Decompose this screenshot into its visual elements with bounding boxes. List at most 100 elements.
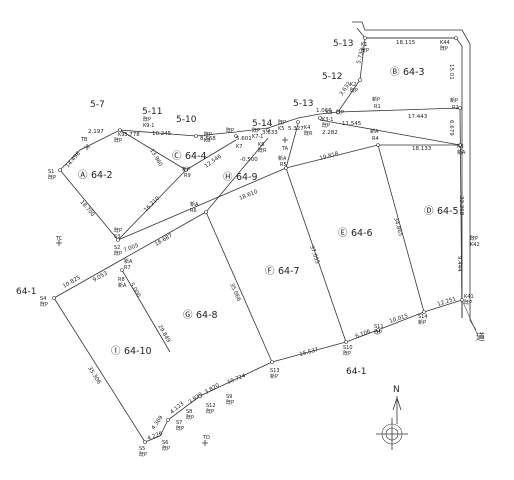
distance-label: 4.369 bbox=[151, 414, 165, 431]
compass-rose-icon bbox=[376, 418, 408, 450]
distance-label: 35.306 bbox=[86, 366, 102, 386]
point-marker bbox=[120, 268, 124, 272]
point-code: K3-1 bbox=[322, 117, 333, 123]
point-marker bbox=[266, 128, 270, 132]
point-kind: 既P bbox=[186, 415, 194, 421]
point-kind: 新A bbox=[190, 201, 199, 208]
point-code: K3 bbox=[326, 110, 332, 116]
point-kind: 既R bbox=[304, 131, 313, 137]
area-label: 5-11 bbox=[142, 107, 162, 117]
distance-label: 8.568 bbox=[200, 136, 216, 142]
cross-marker-icon bbox=[56, 240, 62, 246]
point-kind: 既P bbox=[343, 351, 351, 357]
distance-label: 3.920 bbox=[188, 391, 205, 405]
point-kind: 既P bbox=[252, 128, 260, 134]
point-kind: 既P bbox=[139, 452, 147, 458]
plot-labels: Ⓑ 64-3 Ⓒ 64-4 Ⓐ 64-2 Ⓗ 64-9 Ⓓ 64-5 Ⓔ 64-… bbox=[78, 67, 459, 357]
boundary-r7-s9 bbox=[121, 269, 171, 353]
plot-number: 64-7 bbox=[278, 266, 300, 277]
distance-label: 10.724 bbox=[227, 373, 248, 386]
distance-label: 33.368 bbox=[458, 196, 464, 216]
point-kind: 既P bbox=[278, 120, 286, 126]
plot-number: 64-5 bbox=[437, 206, 459, 217]
plot-number: 64-9 bbox=[236, 172, 258, 183]
point-marker bbox=[376, 143, 380, 147]
distance-label: 5.327 bbox=[288, 126, 304, 132]
distance-label: 15.01 bbox=[448, 64, 454, 80]
point-code: S3 bbox=[114, 234, 120, 240]
point-marker bbox=[116, 238, 120, 242]
plot-symbol: Ⓔ bbox=[338, 228, 348, 239]
point-code: S6 bbox=[162, 440, 168, 446]
survey-points bbox=[52, 36, 464, 444]
point-kind: 既P bbox=[143, 117, 151, 123]
point-code: K2 bbox=[350, 82, 356, 88]
boundary-k6-r6 bbox=[205, 137, 269, 213]
north-arrow-icon: N bbox=[392, 385, 402, 424]
point-code: S1 bbox=[48, 169, 54, 175]
point-code: R2 bbox=[452, 105, 459, 111]
point-code: R4 bbox=[372, 136, 379, 142]
point-code: S14 bbox=[418, 314, 428, 320]
point-marker bbox=[198, 394, 202, 398]
boundary-r5-s10 bbox=[285, 167, 347, 343]
point-marker bbox=[454, 36, 458, 40]
distance-label: 18.687 bbox=[154, 233, 174, 248]
boundary-s1-s3 bbox=[59, 169, 119, 241]
point-kind: 既P bbox=[176, 426, 184, 432]
boundary-r9-s3 bbox=[117, 169, 187, 241]
point-kind: 既P bbox=[322, 123, 330, 129]
north-arrow-head bbox=[392, 396, 402, 411]
point-kind: 既P bbox=[114, 228, 122, 234]
point-kind: 新P bbox=[418, 319, 426, 326]
point-marker bbox=[58, 168, 62, 172]
plot-number: 64-6 bbox=[351, 228, 373, 239]
boundary-k9-r9 bbox=[119, 129, 187, 171]
point-marker bbox=[358, 78, 362, 82]
point-code: S12 bbox=[206, 403, 216, 409]
point-code: K1 bbox=[361, 42, 367, 48]
boundary-r5-r4 bbox=[285, 144, 379, 169]
point-code: S7 bbox=[176, 420, 182, 426]
plot-number: 64-8 bbox=[196, 310, 218, 321]
point-kind: 既P bbox=[470, 236, 478, 242]
point-code: R1 bbox=[374, 104, 381, 110]
point-code: K8 bbox=[204, 138, 210, 144]
distance-label: 19.818 bbox=[319, 151, 340, 162]
distance-label: 5.733 bbox=[356, 47, 366, 64]
cross-marker-icon bbox=[84, 144, 90, 150]
point-kind: 既P bbox=[464, 300, 472, 306]
plot-symbol: Ⓗ bbox=[223, 172, 233, 183]
point-kind: 既P bbox=[204, 132, 212, 138]
point-kind: 既P bbox=[350, 88, 358, 94]
point-code: K5 bbox=[278, 126, 284, 132]
distance-label: 13.960 bbox=[148, 148, 163, 168]
point-kind: 既P bbox=[114, 251, 122, 257]
point-code: S5 bbox=[139, 446, 145, 452]
distance-label: 3.633 bbox=[262, 130, 278, 136]
distance-label: 14.498 bbox=[65, 150, 82, 169]
distance-label: 16.210 bbox=[143, 195, 161, 213]
plot-symbol: Ⓐ bbox=[78, 170, 88, 181]
boundary-k4-r3 bbox=[319, 119, 461, 146]
point-code: R9 bbox=[184, 173, 191, 179]
area-label: 64-1 bbox=[16, 287, 36, 297]
distance-label: 6.679 bbox=[448, 120, 454, 136]
point-code: S9 bbox=[226, 394, 232, 400]
point-marker bbox=[422, 310, 426, 314]
north-label: N bbox=[393, 385, 400, 395]
boundary-east bbox=[459, 107, 463, 319]
plot-number: 64-10 bbox=[124, 346, 152, 357]
distance-label: 10.245 bbox=[152, 131, 172, 137]
point-code: R7 bbox=[124, 265, 131, 271]
plot-symbol: Ⓘ bbox=[111, 346, 121, 357]
point-code: K7-1 bbox=[252, 134, 263, 140]
distance-label: 18.115 bbox=[396, 40, 416, 46]
boundary-k3-r1 bbox=[337, 107, 461, 113]
boundary-south bbox=[53, 297, 463, 443]
point-marker bbox=[336, 110, 340, 114]
distance-labels: 18.115 5.733 3.632 1.066 17.443 15.01 6.… bbox=[62, 40, 464, 442]
distance-label: 18.610 bbox=[239, 189, 260, 202]
point-kind: 既P bbox=[226, 400, 234, 406]
